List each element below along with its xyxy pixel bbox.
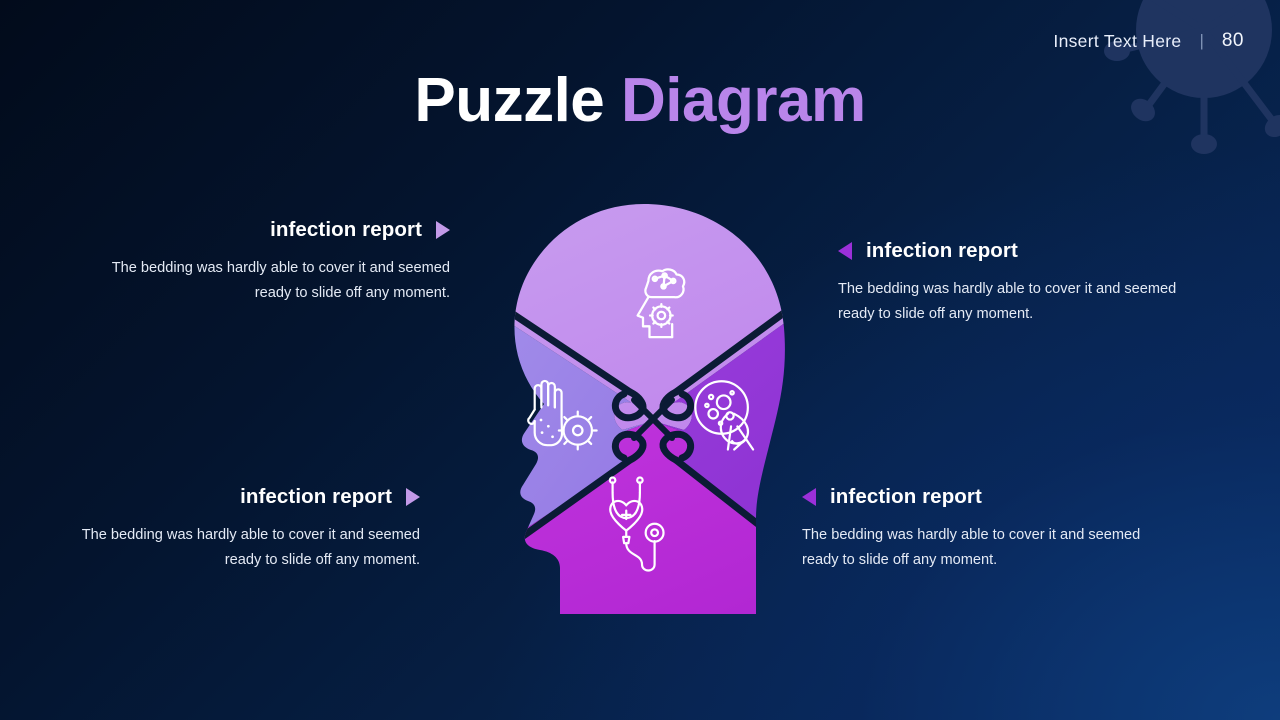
head-brain-gear-icon: [636, 268, 686, 339]
callout-header-row: infection report: [838, 239, 1208, 263]
callout-label: infection report: [830, 485, 982, 508]
puzzle-head-diagram: [448, 204, 838, 614]
callout-bottom-right[interactable]: infection report The bedding was hardly …: [802, 485, 1172, 573]
triangle-right-icon: [406, 488, 420, 506]
title-word-primary: Puzzle: [414, 66, 605, 135]
callout-label: infection report: [270, 218, 422, 241]
hand-germs-icon: [527, 379, 598, 451]
callout-top-right[interactable]: infection report The bedding was hardly …: [838, 239, 1208, 327]
header-separator: |: [1199, 31, 1204, 50]
callout-body: The bedding was hardly able to cover it …: [111, 260, 450, 302]
callout-header-row: infection report: [90, 218, 450, 242]
header-text: Insert Text Here: [1053, 30, 1182, 51]
slide-header: Insert Text Here | 80: [1053, 30, 1244, 52]
callout-body: The bedding was hardly able to cover it …: [838, 281, 1177, 323]
callout-body: The bedding was hardly able to cover it …: [802, 527, 1141, 569]
callout-body: The bedding was hardly able to cover it …: [81, 527, 420, 569]
puzzle-piece-left[interactable]: [448, 256, 653, 606]
puzzle-piece-right[interactable]: [653, 256, 838, 606]
stethoscope-heart-icon: [608, 476, 665, 572]
title-word-accent: Diagram: [621, 66, 866, 135]
callout-label: infection report: [240, 485, 392, 508]
callout-header-row: infection report: [802, 485, 1172, 509]
callout-label: infection report: [866, 239, 1018, 262]
triangle-left-icon: [802, 488, 816, 506]
cell-ribbon-icon: [694, 380, 755, 451]
callout-bottom-left[interactable]: infection report The bedding was hardly …: [60, 485, 420, 573]
page-number: 80: [1221, 30, 1244, 51]
callout-header-row: infection report: [60, 485, 420, 509]
triangle-right-icon: [436, 221, 450, 239]
callout-top-left[interactable]: infection report The bedding was hardly …: [90, 218, 450, 306]
page-title: Puzzle Diagram: [0, 66, 1280, 135]
triangle-left-icon: [838, 242, 852, 260]
